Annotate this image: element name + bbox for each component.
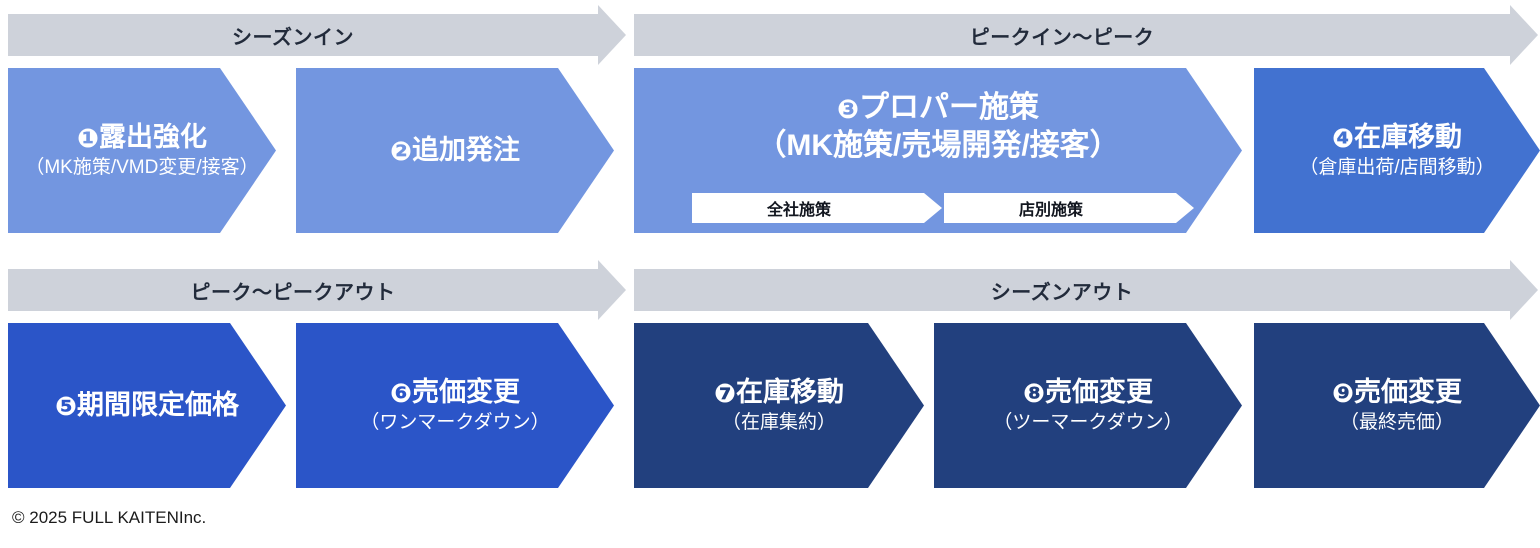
- arrow-head-icon: [924, 193, 942, 223]
- substep-arrow-company-wide[interactable]: 全社施策: [692, 193, 942, 223]
- step-title-text-5: 期間限定価格: [77, 389, 239, 420]
- phase-header-season-in: シーズンイン: [8, 5, 626, 65]
- step-title-6: ❻売価変更: [390, 376, 520, 410]
- phase-header-label: シーズンアウト: [990, 281, 1134, 304]
- step-number-1: ❶: [76, 122, 99, 153]
- phase-header-label: ピークイン～ピーク: [969, 26, 1155, 49]
- step-chevron-8[interactable]: ❽売価変更 （ツーマークダウン）: [934, 323, 1242, 488]
- step-number-4: ❹: [1331, 122, 1354, 153]
- step-title-1: ❶露出強化: [77, 121, 207, 155]
- step-title-4: ❹在庫移動: [1332, 121, 1462, 155]
- step-number-5: ❺: [54, 390, 77, 421]
- step-title-text-8: 売価変更: [1045, 376, 1153, 407]
- substep-arrow-store-specific[interactable]: 店別施策: [944, 193, 1194, 223]
- substep-group: 全社施策 店別施策: [692, 193, 1194, 223]
- step-subtitle-9: （最終売価）: [1339, 412, 1454, 434]
- step-subtitle-7: （在庫集約）: [721, 412, 836, 434]
- step-title-7: ❼在庫移動: [714, 376, 844, 410]
- phase-header-label: シーズンイン: [232, 26, 354, 49]
- step-title-5: ❺期間限定価格: [55, 389, 239, 423]
- substep-label: 店別施策: [1018, 202, 1083, 219]
- step-number-8: ❽: [1022, 377, 1045, 408]
- step-chevron-1[interactable]: ❶露出強化 （MK施策/VMD変更/接客）: [8, 68, 276, 233]
- step-title-text-6: 売価変更: [412, 376, 520, 407]
- step-title-text-2: 追加発注: [412, 134, 520, 165]
- copyright-footer: © 2025 FULL KAITENInc.: [12, 508, 207, 527]
- step-subtitle-3: （MK施策/売場開発/接客）: [756, 128, 1120, 162]
- step-number-2: ❷: [389, 135, 412, 166]
- step-title-text-7: 在庫移動: [736, 376, 844, 407]
- step-title-text-4: 在庫移動: [1354, 121, 1462, 152]
- step-chevron-7[interactable]: ❼在庫移動 （在庫集約）: [634, 323, 924, 488]
- substep-label: 全社施策: [766, 202, 831, 219]
- step-chevron-4[interactable]: ❹在庫移動 （倉庫出荷/店間移動）: [1254, 68, 1540, 233]
- phase-header-season-out: シーズンアウト: [634, 260, 1538, 320]
- step-title-2: ❷追加発注: [390, 134, 520, 168]
- step-subtitle-4: （倉庫出荷/店間移動）: [1299, 157, 1495, 179]
- arrow-head-icon: [1510, 5, 1538, 65]
- step-chevron-2[interactable]: ❷追加発注: [296, 68, 614, 233]
- step-number-7: ❼: [713, 377, 736, 408]
- arrow-head-icon: [1510, 260, 1538, 320]
- step-title-text-1: 露出強化: [99, 121, 207, 152]
- arrow-head-icon: [1176, 193, 1194, 223]
- step-chevron-6[interactable]: ❻売価変更 （ワンマークダウン）: [296, 323, 614, 488]
- phase-header-peak-in-peak: ピークイン～ピーク: [634, 5, 1538, 65]
- arrow-head-icon: [598, 5, 626, 65]
- step-subtitle-8: （ツーマークダウン）: [993, 412, 1183, 434]
- phase-header-label: ピーク～ピークアウト: [190, 281, 396, 304]
- step-title-9: ❾売価変更: [1332, 376, 1462, 410]
- step-number-3: ❸: [836, 94, 859, 124]
- step-chevron-9[interactable]: ❾売価変更 （最終売価）: [1254, 323, 1540, 488]
- step-title-text-3: プロパー施策: [859, 91, 1039, 124]
- step-chevron-5[interactable]: ❺期間限定価格: [8, 323, 286, 488]
- step-number-6: ❻: [389, 377, 412, 408]
- step-number-9: ❾: [1331, 377, 1354, 408]
- step-subtitle-1: （MK施策/VMD変更/接客）: [25, 157, 259, 179]
- arrow-head-icon: [598, 260, 626, 320]
- step-title-text-9: 売価変更: [1354, 376, 1462, 407]
- phase-header-peak-peakout: ピーク～ピークアウト: [8, 260, 626, 320]
- step-title-8: ❽売価変更: [1023, 376, 1153, 410]
- step-title-3: ❸プロパー施策: [837, 90, 1039, 127]
- step-subtitle-6: （ワンマークダウン）: [360, 412, 550, 434]
